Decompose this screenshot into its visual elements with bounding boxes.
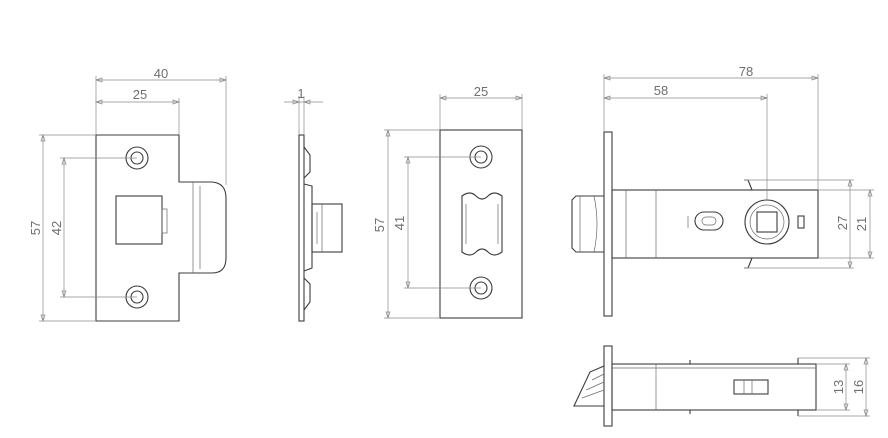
dim-label-inner-height: 21	[854, 217, 869, 231]
latch-slot-left-inner	[701, 216, 717, 226]
dim-line-16	[798, 356, 870, 418]
latch-slot-right	[797, 215, 805, 229]
latch-bolt	[571, 195, 604, 253]
latch-case-clips	[744, 179, 753, 269]
dim-line-27	[744, 178, 854, 270]
dim-label-top-inner: 13	[831, 380, 846, 394]
latch-top-case	[611, 363, 817, 411]
dim-line-42	[60, 156, 137, 299]
latch-top-slide	[733, 379, 769, 395]
latch-face-outline	[439, 129, 523, 319]
latch-case-joint-lines	[625, 190, 657, 258]
latch-top-view: 13 16	[573, 345, 870, 427]
latch-top-bolt	[573, 365, 605, 407]
dim-line-13	[816, 362, 850, 412]
dim-line-78	[602, 74, 820, 190]
dim-label-backset: 58	[654, 83, 668, 98]
dim-label-top-outer: 16	[851, 380, 866, 394]
dim-label-strike-plate-width: 25	[133, 87, 147, 102]
dim-label-face-width: 25	[474, 84, 488, 99]
dim-line-58	[602, 94, 769, 200]
strike-side-lip	[303, 183, 313, 272]
strike-side-view: 1	[284, 86, 343, 322]
strike-plate-view: 40 25 57 42	[28, 66, 228, 323]
latch-face-view: 25 57 41	[372, 84, 524, 320]
dim-label-strike-hole-spacing: 42	[49, 221, 64, 235]
dim-label-overall-length: 78	[739, 64, 753, 79]
dim-line-57-face	[384, 128, 440, 320]
dim-line-25-face	[438, 94, 524, 130]
strike-plate-outline	[95, 134, 227, 322]
dim-label-face-height: 57	[372, 218, 387, 232]
dim-label-strike-thickness: 1	[297, 86, 304, 101]
dim-line-41	[404, 155, 481, 290]
dim-line-57-strike	[39, 133, 96, 323]
latch-forend	[603, 131, 613, 317]
latch-bolt-bevel	[579, 195, 598, 253]
strike-side-plate	[298, 134, 305, 322]
dim-line-25-strike	[94, 98, 181, 135]
strike-side-box	[311, 203, 343, 253]
latch-body-view: 78 58 27 21	[571, 64, 874, 317]
latch-spindle-square	[756, 211, 778, 233]
latch-case	[611, 189, 819, 259]
dim-label-face-hole-spacing: 41	[392, 216, 407, 230]
dim-line-40	[94, 76, 228, 185]
latch-follower-ring	[744, 199, 790, 245]
latch-top-slide-lines	[743, 380, 753, 394]
latch-face-slot-inner	[465, 204, 499, 244]
strike-side-box-lines	[316, 204, 323, 252]
latch-face-slot	[461, 192, 503, 256]
latch-follower-inner-ring	[749, 204, 785, 240]
strike-latch-opening	[115, 195, 163, 245]
latch-top-bolt-bevel	[581, 373, 605, 399]
latch-top-clips	[689, 358, 799, 416]
dim-line-21	[818, 188, 874, 260]
strike-side-bottom-tab	[303, 277, 311, 311]
dim-line-1	[284, 96, 323, 135]
strike-side-top-tab	[303, 146, 311, 179]
dim-label-strike-height: 57	[28, 221, 43, 235]
dim-label-body-height: 27	[835, 216, 850, 230]
latch-top-forend	[603, 345, 613, 427]
latch-slot-left	[694, 211, 724, 231]
latch-top-case-lines	[612, 364, 816, 410]
strike-opening-step	[161, 208, 168, 234]
dim-label-strike-overall-width: 40	[154, 66, 168, 81]
strike-lip-lines	[192, 182, 201, 273]
